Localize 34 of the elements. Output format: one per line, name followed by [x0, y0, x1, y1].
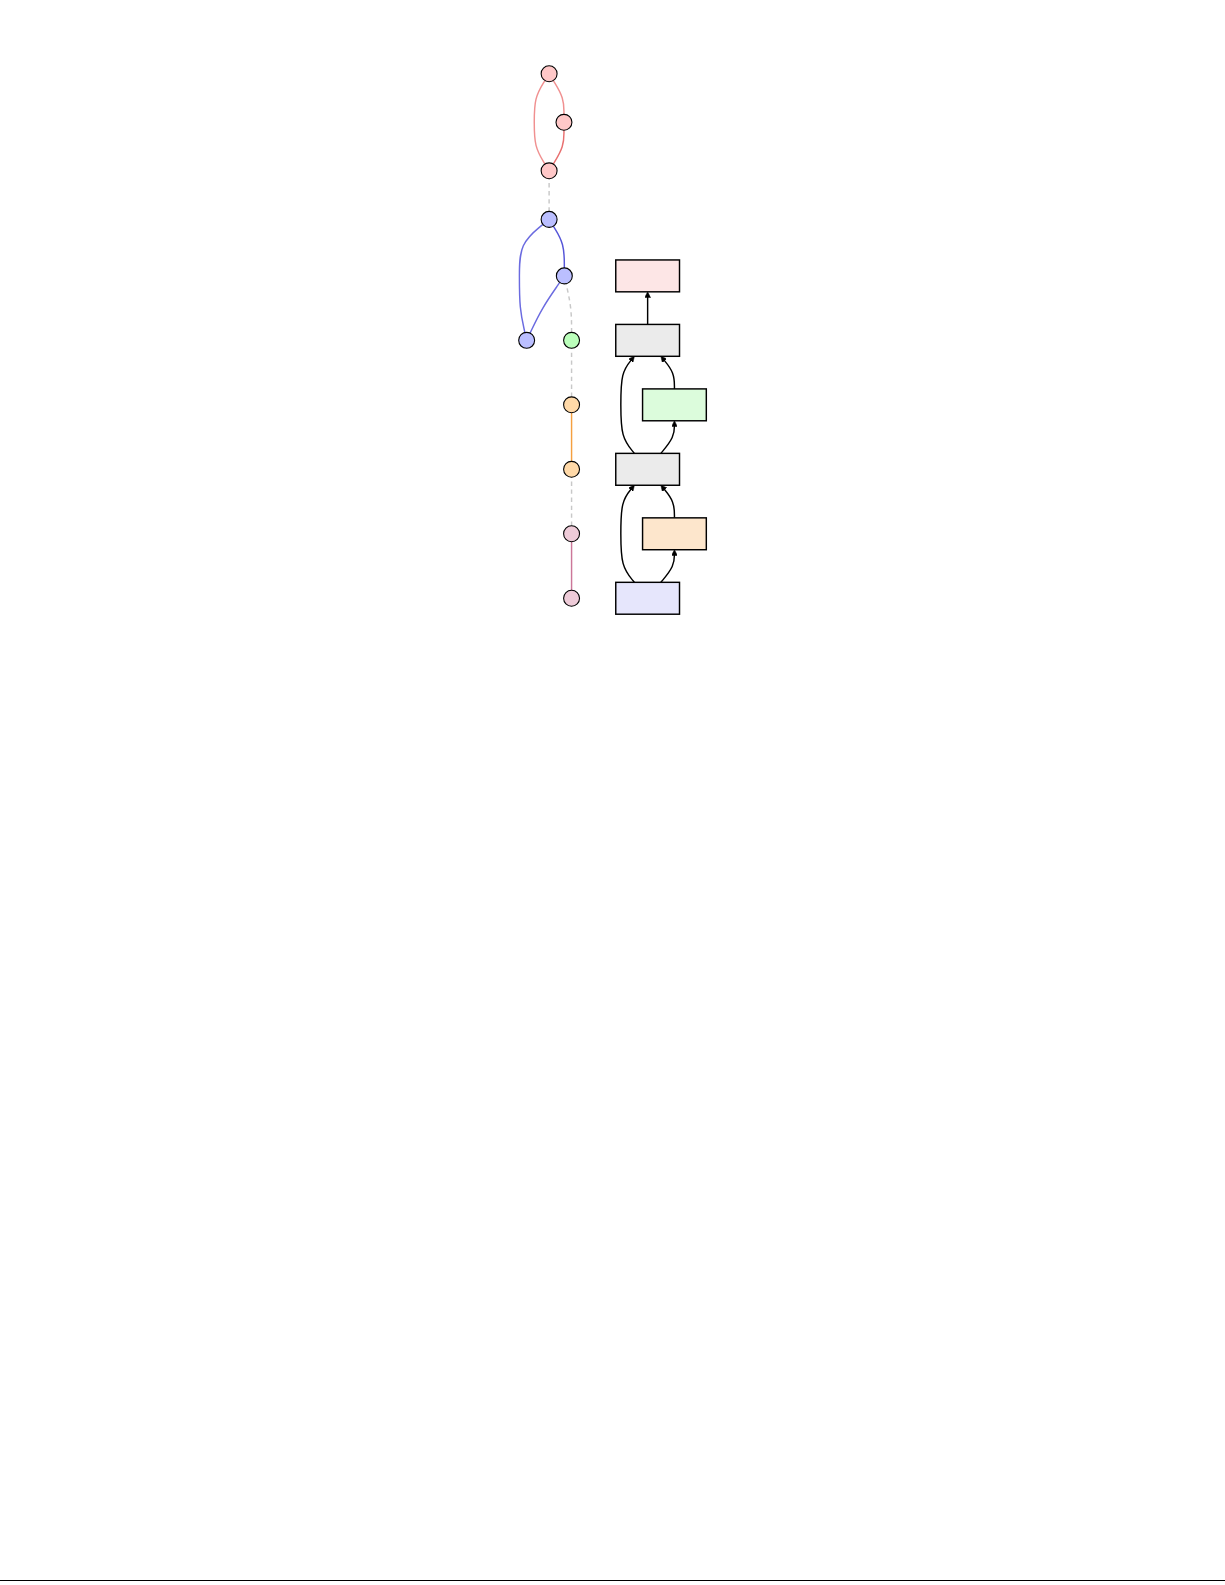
node-box — [615, 581, 681, 615]
node-circle — [563, 460, 581, 478]
node-circle — [563, 589, 581, 607]
connector — [518, 223, 544, 334]
connector — [529, 281, 561, 334]
connector — [565, 282, 573, 334]
node-box — [615, 452, 681, 486]
node-circle — [563, 525, 581, 543]
arrow — [660, 356, 676, 390]
node-circle — [563, 331, 581, 349]
node-circle — [555, 113, 573, 131]
connector — [533, 79, 546, 165]
node-box — [615, 259, 681, 293]
arrow — [620, 484, 636, 584]
connector — [548, 178, 550, 213]
node-circle — [563, 396, 581, 414]
node-circle — [555, 267, 573, 285]
arrow — [660, 549, 678, 584]
connector — [552, 225, 566, 269]
arrow — [644, 291, 651, 326]
arrow — [620, 356, 636, 455]
node-circle — [518, 331, 536, 349]
node-circle — [540, 65, 558, 83]
node-box — [641, 517, 708, 551]
arrow — [660, 484, 676, 519]
node-circle — [540, 162, 558, 180]
arrow — [660, 420, 678, 455]
connector — [570, 541, 573, 592]
node-circle — [540, 210, 558, 228]
node-box — [641, 388, 708, 422]
node-box — [615, 323, 681, 358]
connector — [570, 412, 573, 463]
connector — [552, 79, 565, 116]
connector — [552, 129, 565, 165]
